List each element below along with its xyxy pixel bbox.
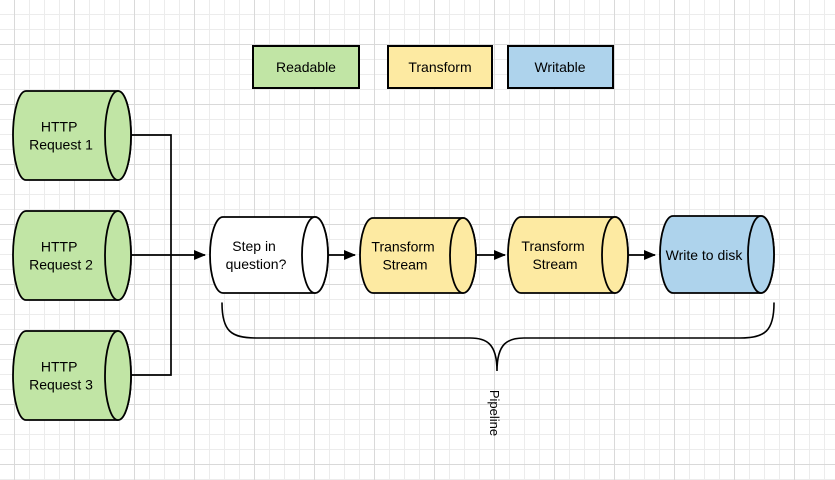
pipeline-label: Pipeline	[487, 390, 502, 436]
legend-transform-box[interactable]	[387, 45, 493, 89]
cylinder-write-to-disk[interactable]: Write to disk	[659, 215, 775, 294]
write-to-disk-label: Write to disk	[666, 247, 744, 263]
http-request-1-label: HTTP Request 1	[29, 119, 93, 153]
cylinder-cap	[104, 330, 132, 421]
cylinder-cap	[747, 215, 775, 294]
cylinder-cap	[301, 216, 329, 294]
cylinder-http-request-3[interactable]: HTTP Request 3	[12, 330, 132, 421]
legend-item-readable[interactable]: Readable	[252, 45, 360, 89]
legend-writable-box[interactable]	[507, 45, 614, 89]
cylinder-cap	[601, 216, 629, 294]
legend-writable-label: Writable	[534, 59, 585, 75]
cylinder-http-request-1[interactable]: HTTP Request 1	[12, 90, 132, 181]
http-request-2-label: HTTP Request 2	[29, 239, 93, 273]
pipeline-brace[interactable]	[221, 302, 775, 372]
legend-readable-label: Readable	[276, 59, 336, 75]
cylinder-transform-stream-1[interactable]: Transform Stream	[359, 217, 477, 294]
cylinder-transform-stream-2[interactable]: Transform Stream	[507, 216, 629, 294]
cylinder-cap	[104, 210, 132, 301]
legend: Readable Transform Writable	[252, 45, 614, 89]
cylinder-http-request-2[interactable]: HTTP Request 2	[12, 210, 132, 301]
transform-stream-1-label: Transform Stream	[371, 239, 438, 273]
legend-item-transform[interactable]: Transform	[387, 45, 493, 89]
http-request-3-label: HTTP Request 3	[29, 359, 93, 393]
legend-transform-label: Transform	[408, 59, 471, 75]
cylinder-cap	[104, 90, 132, 181]
cylinder-step-in-question[interactable]: Step in question?	[209, 216, 329, 294]
legend-item-writable[interactable]: Writable	[507, 45, 614, 89]
legend-readable-box[interactable]	[252, 45, 360, 89]
cylinder-cap	[449, 217, 477, 294]
transform-stream-2-label: Transform Stream	[521, 238, 588, 272]
step-in-question-label: Step in question?	[226, 238, 287, 272]
